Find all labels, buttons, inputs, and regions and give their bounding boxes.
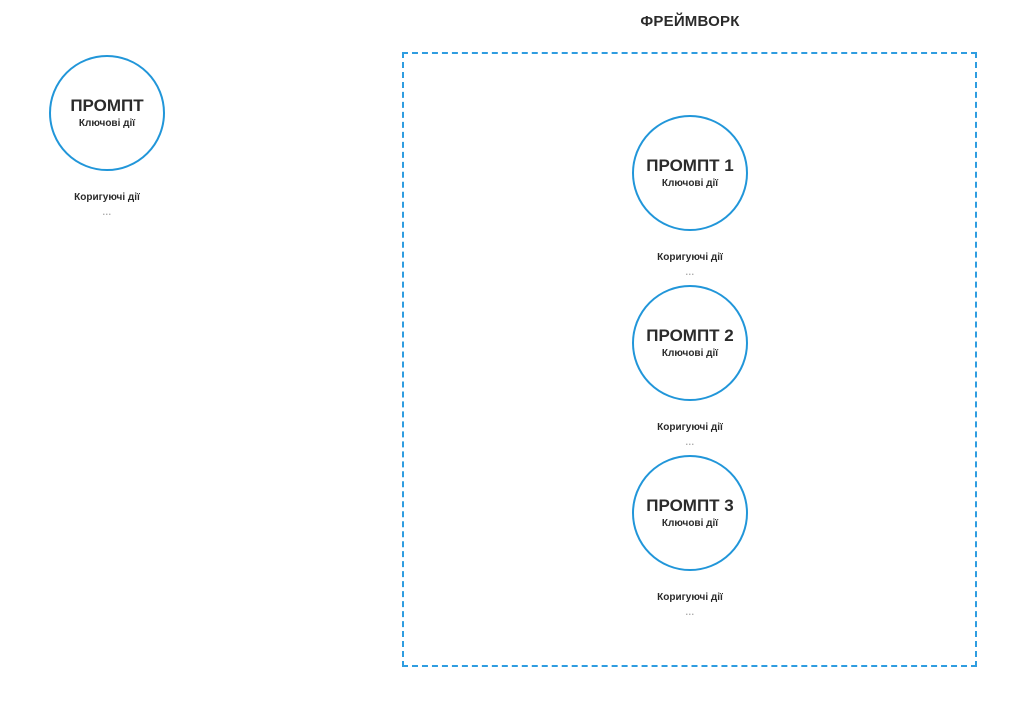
framework-title: ФРЕЙМВОРК xyxy=(640,13,740,30)
framework-prompt-node-1: ПРОМПТ 1 Ключові дії Коригуючі дії ... xyxy=(570,115,810,277)
framework-prompt-node-2: ПРОМПТ 2 Ключові дії Коригуючі дії ... xyxy=(570,285,810,447)
framework-prompt-circle-1: ПРОМПТ 1 Ключові дії xyxy=(632,115,748,231)
framework-prompt-subtitle-2: Ключові дії xyxy=(661,348,719,360)
standalone-prompt-circle: ПРОМПТ Ключові дії xyxy=(49,55,165,171)
framework-prompt-subtitle-1: Ключові дії xyxy=(661,178,719,190)
standalone-prompt-corrective-label: Коригуючі дії xyxy=(74,192,140,203)
framework-prompt-subtitle-3: Ключові дії xyxy=(661,518,719,530)
framework-prompt-corrective-label-2: Коригуючі дії xyxy=(657,422,723,433)
framework-prompt-title-1: ПРОМПТ 1 xyxy=(646,155,734,175)
framework-prompt-ellipsis-3: ... xyxy=(685,607,695,617)
standalone-prompt-ellipsis: ... xyxy=(102,207,112,217)
framework-prompt-title-2: ПРОМПТ 2 xyxy=(646,325,734,345)
framework-prompt-title-3: ПРОМПТ 3 xyxy=(646,495,734,515)
framework-prompt-ellipsis-1: ... xyxy=(685,267,695,277)
framework-prompt-ellipsis-2: ... xyxy=(685,437,695,447)
framework-prompt-circle-2: ПРОМПТ 2 Ключові дії xyxy=(632,285,748,401)
framework-prompt-corrective-label-3: Коригуючі дії xyxy=(657,592,723,603)
standalone-prompt-node: ПРОМПТ Ключові дії Коригуючі дії ... xyxy=(0,55,227,217)
framework-container xyxy=(402,52,977,667)
framework-prompt-corrective-label-1: Коригуючі дії xyxy=(657,252,723,263)
standalone-prompt-subtitle: Ключові дії xyxy=(78,118,136,130)
framework-prompt-node-3: ПРОМПТ 3 Ключові дії Коригуючі дії ... xyxy=(570,455,810,617)
standalone-prompt-title: ПРОМПТ xyxy=(70,95,144,115)
framework-prompt-circle-3: ПРОМПТ 3 Ключові дії xyxy=(632,455,748,571)
